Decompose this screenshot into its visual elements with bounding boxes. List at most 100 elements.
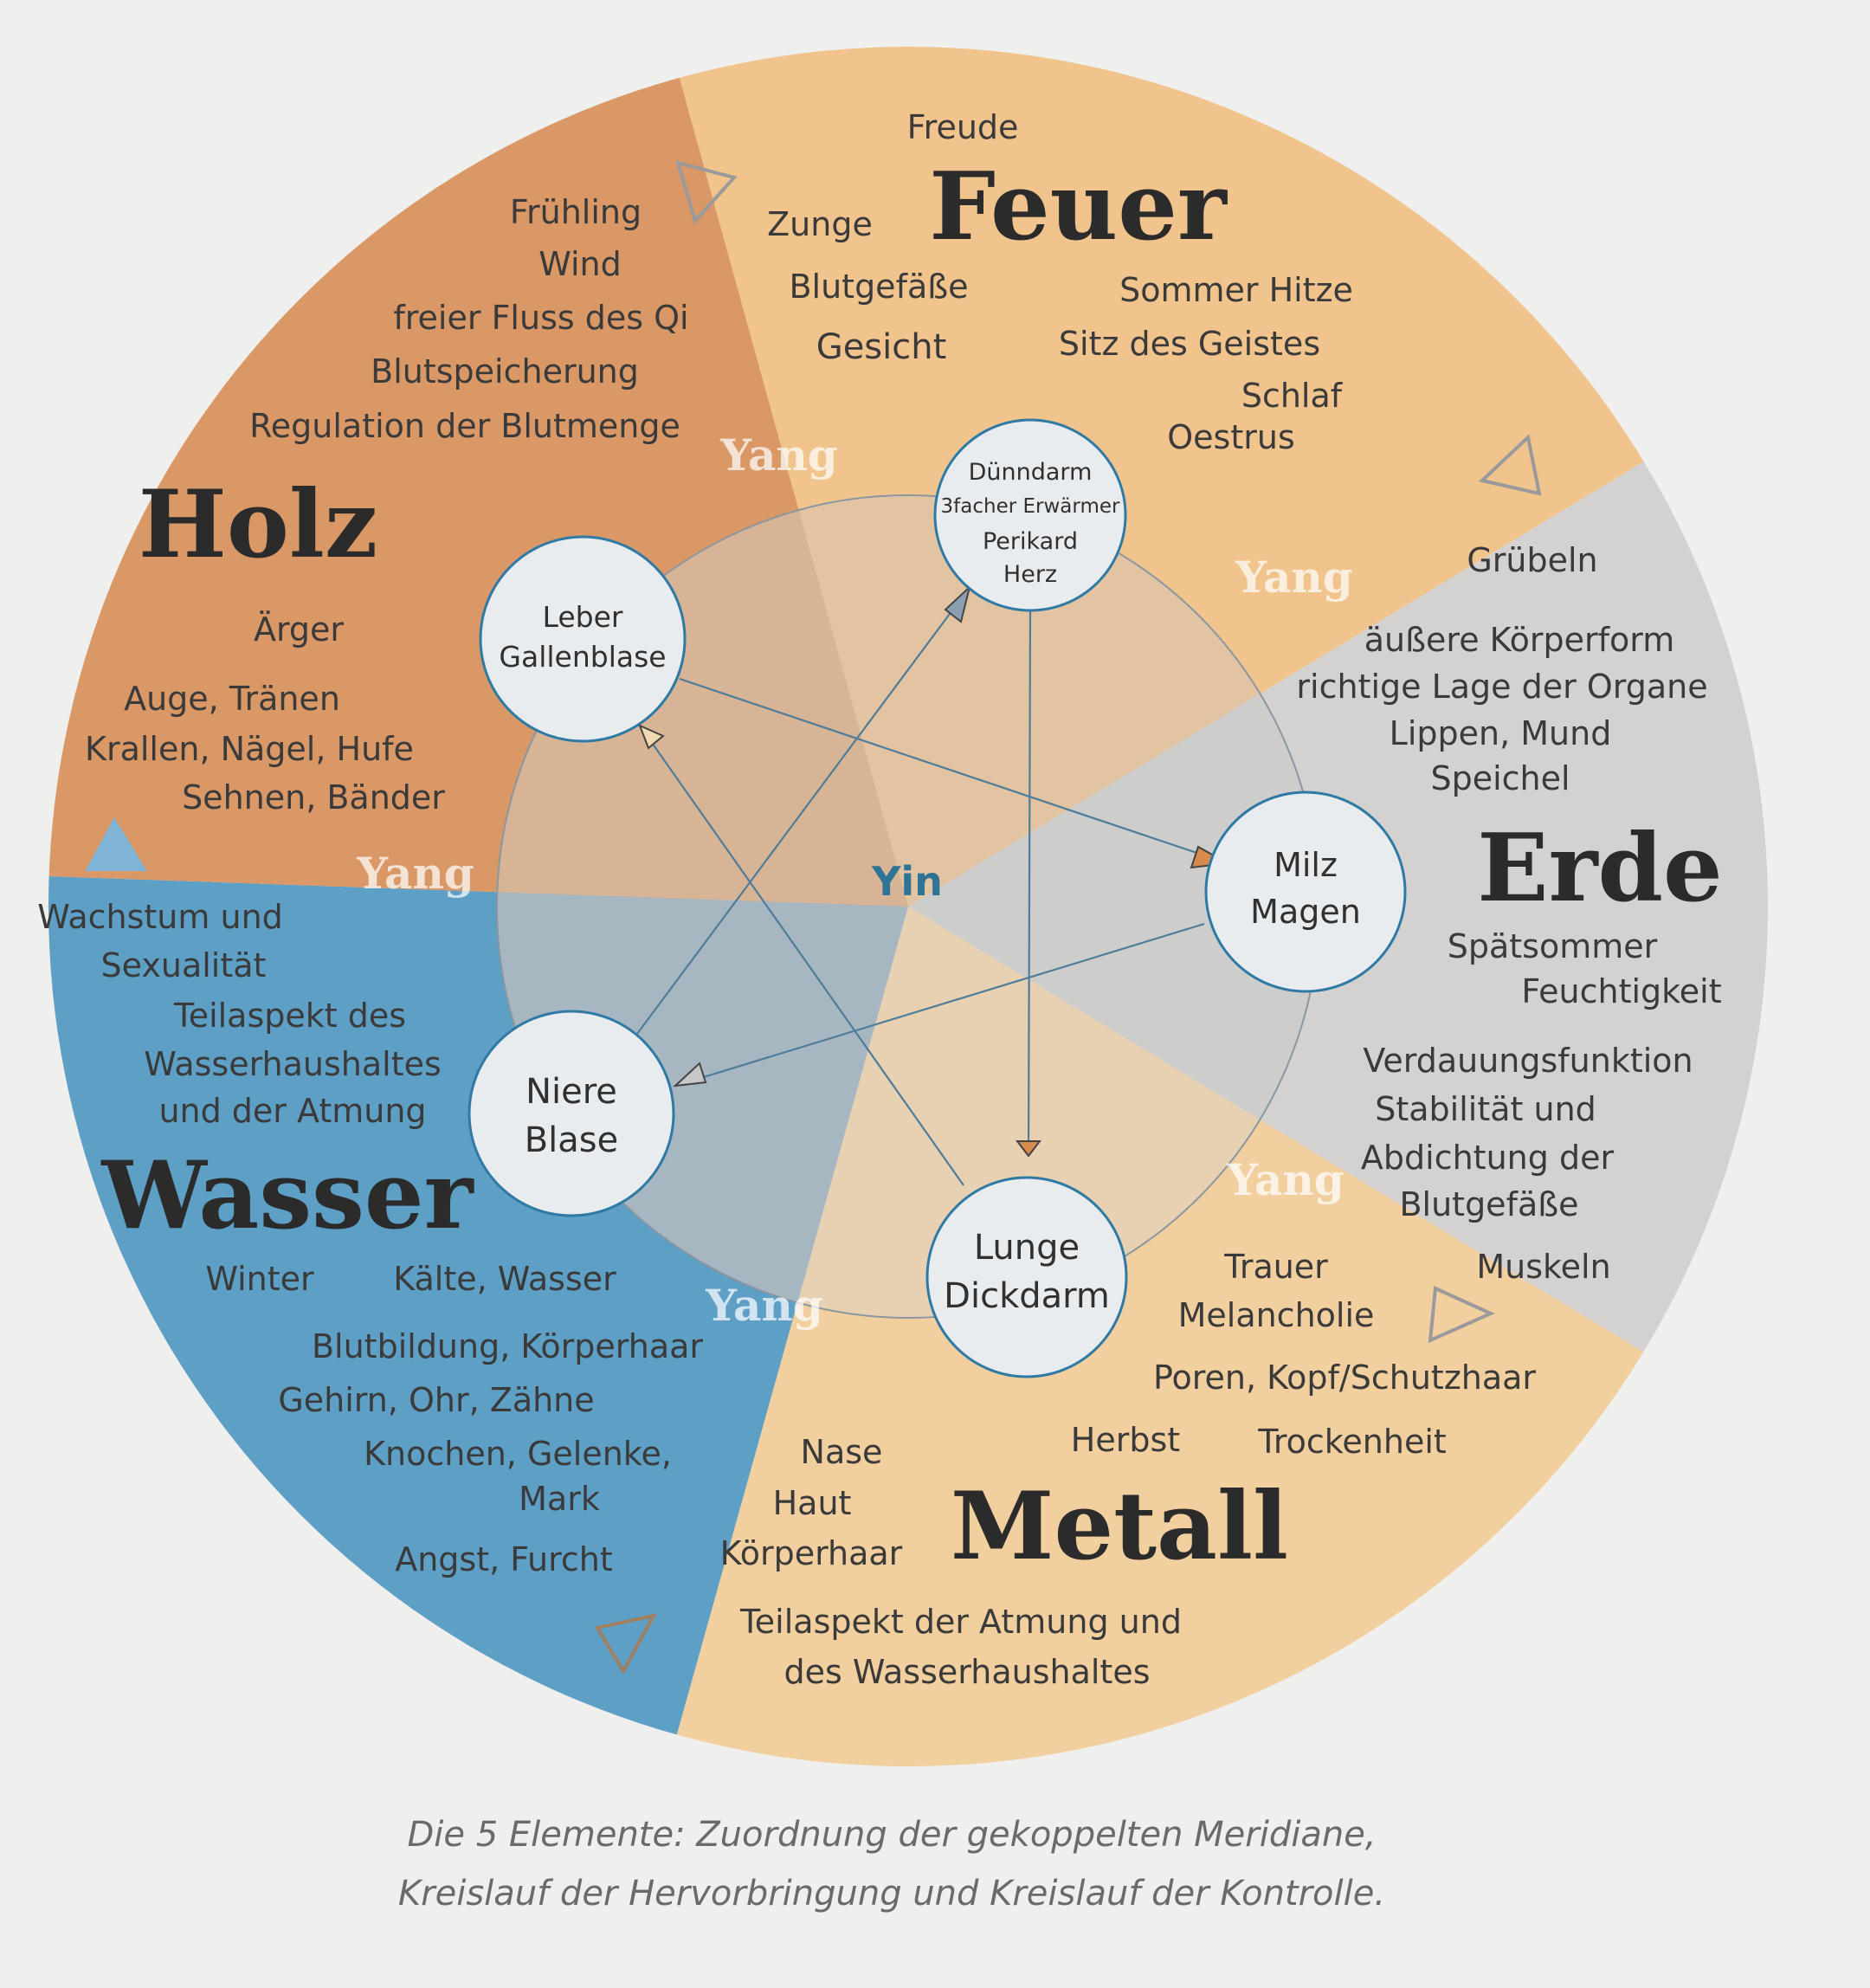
holz-attr-freier-fluss: freier Fluss des Qi xyxy=(393,299,688,337)
arrowhead-holz xyxy=(638,724,665,750)
organ-node-feuer: Dünndarm 3facher Erwärmer Perikard Herz xyxy=(933,418,1127,612)
organ-node-wasser: Niere Blase xyxy=(468,1010,675,1217)
erde-attr-grubeln: Grübeln xyxy=(1467,541,1597,579)
wasser-attr-angst: Angst, Furcht xyxy=(395,1540,613,1578)
line-metall-to-holz xyxy=(639,725,964,1186)
line-holz-to-erde xyxy=(679,677,1228,865)
node-organ-milz: Milz xyxy=(1274,846,1338,884)
feuer-attr-oestrus: Oestrus xyxy=(1167,418,1295,456)
erde-attr-muskeln: Muskeln xyxy=(1476,1248,1610,1286)
metall-attr-trauer: Trauer xyxy=(1223,1248,1328,1286)
erde-attr-stabilitaet: Stabilität und xyxy=(1375,1090,1596,1128)
yang-label-erde: Yang xyxy=(1235,552,1353,603)
wasser-attr-wachstum: Wachstum und xyxy=(37,898,283,936)
metall-attr-nase: Nase xyxy=(801,1433,883,1471)
wasser-attr-mark: Mark xyxy=(519,1480,600,1518)
metall-attr-herbst: Herbst xyxy=(1071,1421,1180,1459)
arrow-holz-to-feuer xyxy=(675,160,738,224)
yang-label-feuer: Yang xyxy=(719,429,838,481)
holz-labels: Holz Frühling Wind freier Fluss des Qi B… xyxy=(85,193,689,816)
element-title-feuer: Feuer xyxy=(929,152,1228,261)
organ-node-holz: Leber Gallenblase xyxy=(479,535,687,743)
feuer-attr-sommer-hitze: Sommer Hitze xyxy=(1119,271,1353,309)
feuer-attr-zunge: Zunge xyxy=(767,205,873,243)
feuer-labels: Feuer Freude Zunge Blutgefäße Gesicht So… xyxy=(767,108,1353,456)
organ-node-metall: Lunge Dickdarm xyxy=(925,1176,1128,1378)
wasser-attr-wasserhaushaltes: Wasserhaushaltes xyxy=(144,1045,442,1083)
erde-attr-feuchtigkeit: Feuchtigkeit xyxy=(1521,972,1721,1010)
caption-line-2: Kreislauf der Hervorbringung und Kreisla… xyxy=(398,1874,1385,1914)
erde-attr-koerperform: äußere Körperform xyxy=(1364,621,1675,659)
node-organ-blase: Blase xyxy=(525,1120,619,1160)
line-wasser-to-feuer xyxy=(631,586,970,1042)
arrow-erde-to-metall xyxy=(1428,1286,1495,1344)
node-organ-dickdarm: Dickdarm xyxy=(944,1276,1110,1316)
holz-attr-auge-traenen: Auge, Tränen xyxy=(124,680,340,718)
yang-label-wasser: Yang xyxy=(705,1280,823,1331)
arrow-feuer-to-erde xyxy=(1478,434,1542,496)
feuer-attr-sitz-des-geistes: Sitz des Geistes xyxy=(1059,325,1320,363)
node-organ-perikard: Perikard xyxy=(983,528,1078,555)
wasser-attr-knochen: Knochen, Gelenke, xyxy=(364,1435,672,1473)
metall-attr-haut: Haut xyxy=(773,1484,852,1522)
element-title-wasser: Wasser xyxy=(100,1141,474,1250)
node-organ-lunge: Lunge xyxy=(974,1228,1080,1268)
figure-caption: Die 5 Elemente: Zuordnung der gekoppelte… xyxy=(398,1815,1385,1914)
arrowhead-wasser xyxy=(673,1062,707,1088)
holz-attr-regulation: Regulation der Blutmenge xyxy=(249,407,680,445)
node-organ-gallenblase: Gallenblase xyxy=(499,640,666,674)
metall-attr-wasserhaushalt: des Wasserhaushaltes xyxy=(784,1653,1151,1691)
organ-node-erde: Milz Magen xyxy=(1204,791,1407,993)
erde-attr-abdichtung: Abdichtung der xyxy=(1361,1139,1615,1177)
node-organ-herz: Herz xyxy=(1003,561,1057,588)
control-cycle-lines xyxy=(631,586,1228,1186)
metall-attr-teilaspekt-atmung: Teilaspekt der Atmung und xyxy=(739,1603,1182,1641)
wasser-attr-kaelte: Kälte, Wasser xyxy=(393,1260,616,1298)
metall-attr-trockenheit: Trockenheit xyxy=(1257,1423,1447,1461)
node-organ-niere: Niere xyxy=(526,1072,617,1112)
feuer-attr-blutgefaesse: Blutgefäße xyxy=(789,268,968,306)
metall-labels: Metall Trauer Melancholie Poren, Kopf/Sc… xyxy=(720,1248,1537,1691)
erde-attr-speichel: Speichel xyxy=(1430,759,1570,797)
metall-attr-poren: Poren, Kopf/Schutzhaar xyxy=(1153,1359,1536,1397)
holz-attr-fruehling: Frühling xyxy=(510,193,642,231)
arrowhead-metall xyxy=(1015,1140,1042,1158)
feuer-attr-freude: Freude xyxy=(907,108,1019,146)
wasser-attr-winter: Winter xyxy=(205,1260,314,1298)
wasser-attr-sexualitaet: Sexualität xyxy=(101,946,267,984)
holz-attr-krallen: Krallen, Nägel, Hufe xyxy=(85,730,414,768)
erde-labels: Erde Grübeln äußere Körperform richtige … xyxy=(1296,541,1722,1286)
element-title-erde: Erde xyxy=(1477,814,1722,923)
holz-attr-blutspeicherung: Blutspeicherung xyxy=(371,352,639,390)
node-organ-3facher-erwaermer: 3facher Erwärmer xyxy=(941,495,1120,518)
wasser-attr-gehirn: Gehirn, Ohr, Zähne xyxy=(278,1381,594,1419)
node-organ-leber: Leber xyxy=(543,600,623,634)
generation-cycle-arrows xyxy=(85,160,1542,1675)
arrow-wasser-to-holz xyxy=(85,816,147,871)
element-title-metall: Metall xyxy=(951,1472,1288,1581)
wasser-attr-teilaspekt: Teilaspekt des xyxy=(173,997,406,1035)
arrow-metall-to-wasser xyxy=(594,1613,657,1675)
erde-attr-spaetsommer: Spätsommer xyxy=(1448,927,1658,965)
metall-attr-koerperhaar: Körperhaar xyxy=(720,1534,903,1572)
feuer-attr-schlaf: Schlaf xyxy=(1241,377,1344,415)
holz-attr-wind: Wind xyxy=(538,245,622,283)
wasser-labels: Wasser Wachstum und Sexualität Teilaspek… xyxy=(37,898,703,1578)
wasser-attr-blutbildung: Blutbildung, Körperhaar xyxy=(312,1327,703,1365)
erde-attr-lippen-mund: Lippen, Mund xyxy=(1390,714,1612,752)
erde-attr-verdauung: Verdauungsfunktion xyxy=(1363,1042,1693,1080)
wasser-attr-atmung: und der Atmung xyxy=(158,1092,426,1130)
yang-label-metall: Yang xyxy=(1226,1154,1344,1205)
holz-attr-aerger: Ärger xyxy=(254,610,344,649)
erde-attr-lage-organe: richtige Lage der Organe xyxy=(1296,668,1707,706)
caption-line-1: Die 5 Elemente: Zuordnung der gekoppelte… xyxy=(407,1815,1376,1855)
node-organ-duenndarm: Dünndarm xyxy=(969,459,1093,486)
yin-label: Yin xyxy=(871,858,943,905)
metall-attr-melancholie: Melancholie xyxy=(1178,1296,1375,1334)
element-title-holz: Holz xyxy=(139,470,377,579)
line-feuer-to-metall xyxy=(1027,610,1032,1157)
node-organ-magen: Magen xyxy=(1250,893,1361,931)
holz-attr-sehnen: Sehnen, Bänder xyxy=(182,778,445,816)
yang-label-holz: Yang xyxy=(356,848,474,899)
